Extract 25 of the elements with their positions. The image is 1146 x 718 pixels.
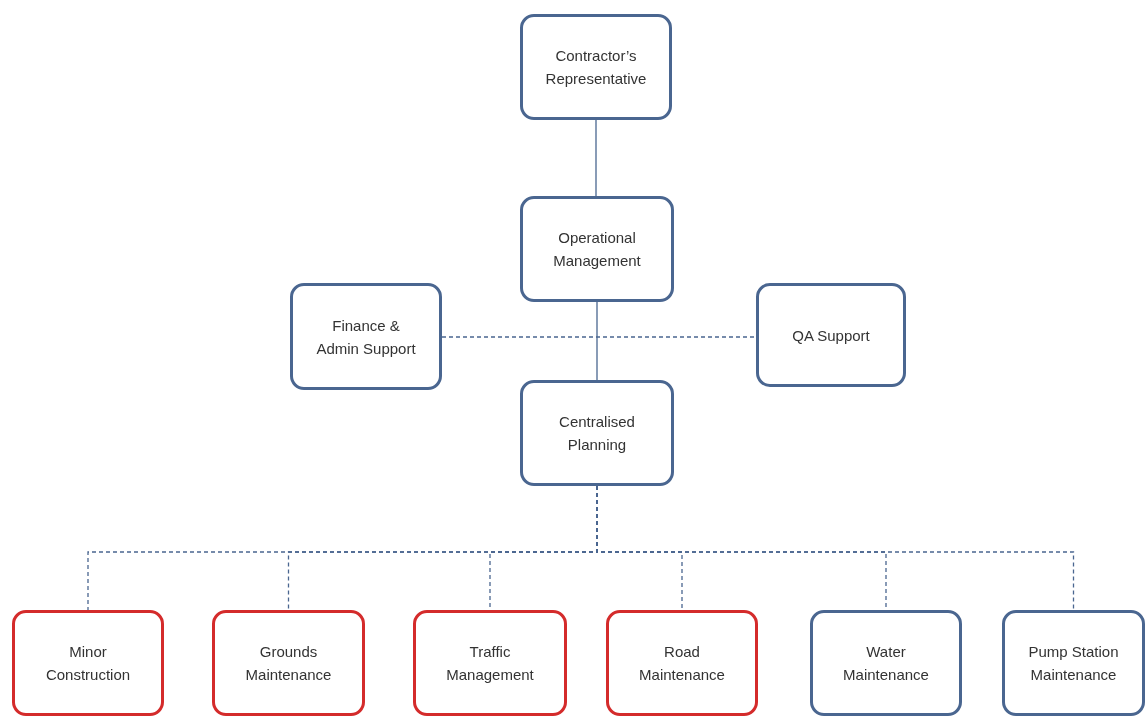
connector-line (596, 301, 598, 381)
box-label: Operational Management (552, 228, 642, 271)
org-box (520, 380, 674, 486)
org-box (12, 610, 164, 716)
org-box (520, 196, 674, 302)
org-box (1002, 610, 1145, 716)
box-label: Contractor’s Representative (544, 46, 648, 89)
org-box (756, 283, 906, 387)
box-label: Pump Station Maintenance (1027, 642, 1120, 685)
org-box (290, 283, 442, 390)
org-box (606, 610, 758, 716)
box-label: Finance & Admin Support (315, 315, 417, 359)
box-label: Grounds Maintenance (244, 642, 333, 685)
box-label: Water Maintenance (842, 642, 930, 685)
box-label: Minor Construction (44, 642, 132, 685)
box-label: Traffic Management (445, 642, 535, 685)
org-box (520, 14, 672, 120)
org-box (810, 610, 962, 716)
box-label: Road Maintenance (638, 642, 726, 685)
connector-line (595, 119, 597, 197)
org-box (413, 610, 567, 716)
box-label: QA Support (792, 325, 870, 346)
connector-line (441, 336, 757, 338)
box-label: Centralised Planning (558, 412, 636, 455)
org-box (212, 610, 365, 716)
